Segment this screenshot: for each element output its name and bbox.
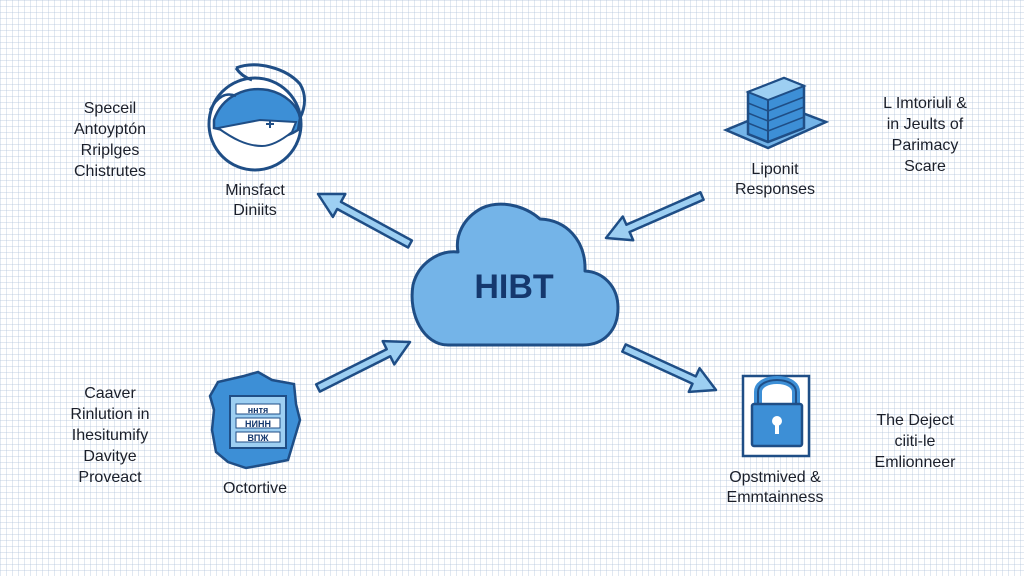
server-stack-icon: [722, 76, 830, 150]
side-note-top-left-line-4: Chistrutes: [73, 163, 147, 180]
cloud-title: HIBT: [474, 268, 554, 306]
node-label-bottom-right-line-1: Opstmived &: [729, 469, 821, 486]
arrow-to-bottom-right: [621, 343, 718, 394]
side-note-top-right: L Imtoriuli & in Jeults of Parimacy Scar…: [860, 93, 990, 177]
node-label-bottom-right: Opstmived & Emmtainness: [700, 468, 850, 508]
node-label-bottom-right-line-2: Emmtainness: [726, 489, 824, 506]
node-label-top-left-line-2: Diniits: [233, 202, 277, 219]
node-label-top-left-line-1: Minsfact: [225, 182, 285, 199]
node-label-bottom-left: Octortive: [195, 479, 315, 499]
side-note-bottom-right-line-1: The Deject: [876, 412, 954, 429]
side-note-bottom-left-line-4: Davitye: [83, 448, 137, 465]
node-label-top-right: Liponit Responses: [710, 160, 840, 200]
side-note-top-right-line-3: Parimacy: [891, 137, 959, 154]
chip-text-3: ВПЖ: [247, 433, 269, 443]
side-note-top-left: Speceil Antoyptón Rriplges Chistrutes: [50, 98, 170, 182]
circuit-chip-icon: ннтя НИНН ВПЖ: [208, 370, 302, 470]
arrow-to-center-from-bottom-left: [314, 339, 412, 393]
arrow-from-top-right: [604, 191, 705, 242]
cloud-shape: [410, 202, 620, 347]
node-label-top-right-line-2: Responses: [734, 181, 816, 198]
side-note-top-right-line-2: in Jeults of: [886, 116, 964, 133]
central-cloud: HIBT: [410, 202, 620, 347]
side-note-top-left-line-1: Speceil: [83, 100, 137, 117]
side-note-bottom-left: Caaver Rinlution in Ihesitumify Davitye …: [45, 383, 175, 488]
node-label-bottom-left-line-1: Octortive: [222, 480, 287, 497]
side-note-top-right-line-1: L Imtoriuli &: [883, 95, 967, 112]
side-note-top-left-line-2: Antoyptón: [73, 121, 147, 138]
node-label-top-right-line-1: Liponit: [751, 161, 799, 178]
side-note-top-left-line-3: Rriplges: [80, 142, 140, 159]
side-note-bottom-left-line-5: Proveact: [78, 469, 142, 486]
side-note-top-right-line-4: Scare: [904, 158, 946, 175]
arrow-to-top-left: [316, 192, 414, 249]
side-note-bottom-right: The Deject ciiti-le Emlionneer: [850, 410, 980, 473]
chip-text-2: НИНН: [245, 419, 271, 429]
hooded-mask-icon: [207, 63, 306, 172]
side-note-bottom-right-line-3: Emlionneer: [874, 454, 956, 471]
side-note-bottom-left-line-1: Caaver: [84, 385, 136, 402]
side-note-bottom-left-line-3: Ihesitumify: [71, 427, 149, 444]
chip-text-1: ннтя: [248, 405, 269, 415]
side-note-bottom-left-line-2: Rinlution in: [70, 406, 150, 423]
arrows: [314, 191, 718, 394]
node-label-top-left: Minsfact Diniits: [195, 181, 315, 221]
padlock-icon: [741, 374, 811, 458]
side-note-bottom-right-line-2: ciiti-le: [894, 433, 936, 450]
